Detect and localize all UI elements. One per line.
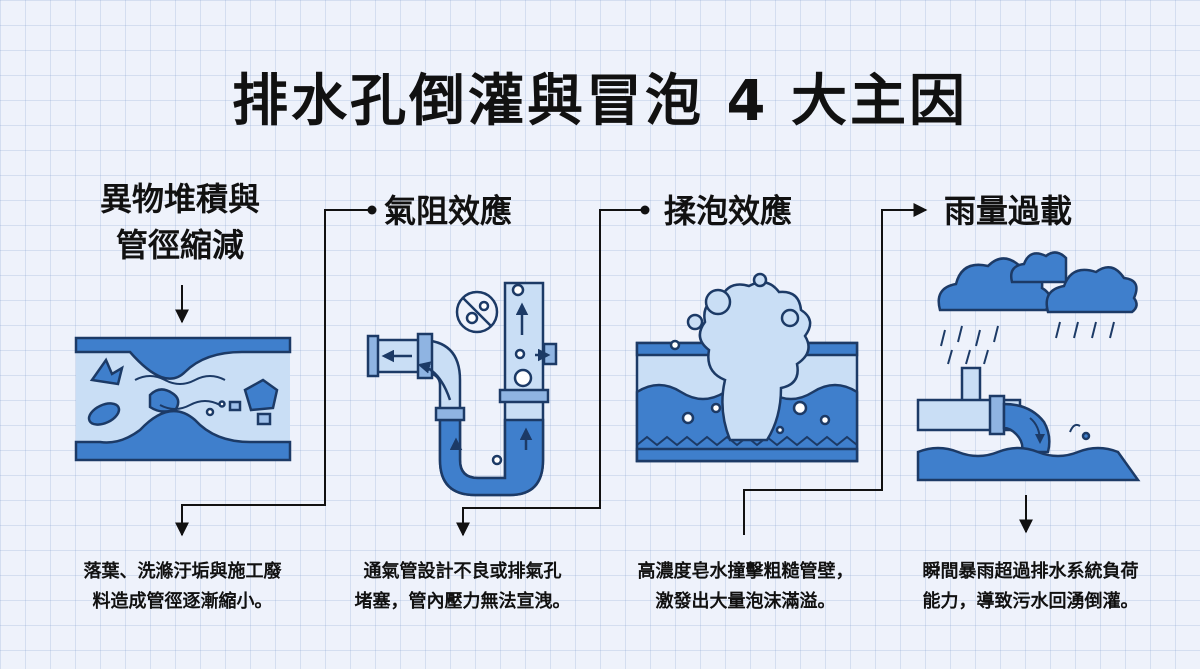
connector-dot-2 [367, 205, 377, 215]
p-trap-air-lock-icon [366, 281, 558, 497]
cause-2-heading: 氣阻效應 [384, 192, 513, 230]
clogged-pipe-icon [74, 336, 292, 462]
cause-3-heading: 揉泡效應 [664, 192, 793, 230]
cause-3-caption-line2: 激發出大量泡沫滿溢。 [655, 591, 836, 612]
rain-overload-icon [916, 251, 1141, 482]
arrow-cause-3-to-4 [743, 203, 928, 535]
cause-1-caption-line2: 料造成管徑逐漸縮小。 [92, 591, 273, 612]
foam-overflow-icon [635, 272, 859, 463]
rain-drops [940, 321, 1115, 365]
cause-1-caption-line1: 落葉、洗滌汙垢與施工廢 [83, 561, 282, 582]
cause-4-caption: 瞬間暴雨超過排水系統負荷 能力，導致污水回湧倒灌。 [898, 557, 1163, 617]
cause-2-caption-line1: 通氣管設計不良或排氣孔 [363, 561, 562, 582]
cause-1-heading-line2: 管徑縮減 [115, 226, 244, 264]
cause-1-caption: 落葉、洗滌汙垢與施工廢 料造成管徑逐漸縮小。 [60, 557, 305, 617]
cause-1-heading: 異物堆積與 管徑縮減 [80, 176, 280, 268]
arrow-cause-1-to-2 [175, 209, 370, 537]
cause-3-caption-line1: 高濃度皂水撞擊粗糙管壁， [637, 561, 854, 582]
cause-2-caption: 通氣管設計不良或排氣孔 堵塞，管內壓力無法宣洩。 [340, 557, 585, 617]
cause-3-caption: 高濃度皂水撞擊粗糙管壁， 激發出大量泡沫滿溢。 [618, 557, 873, 617]
page-title: 排水孔倒灌與冒泡 4 大主因 [232, 69, 968, 134]
connector-arrows [175, 203, 1033, 537]
connector-dot-3 [640, 205, 650, 215]
cause-4-heading: 雨量過載 [944, 192, 1073, 230]
cause-1-heading-line1: 異物堆積與 [99, 180, 260, 218]
arrow-cause-2-to-3 [456, 209, 643, 537]
cause-4-caption-line2: 能力，導致污水回湧倒灌。 [922, 591, 1139, 612]
cause-4-caption-line1: 瞬間暴雨超過排水系統負荷 [922, 561, 1139, 582]
cause-2-caption-line2: 堵塞，管內壓力無法宣洩。 [354, 591, 571, 612]
